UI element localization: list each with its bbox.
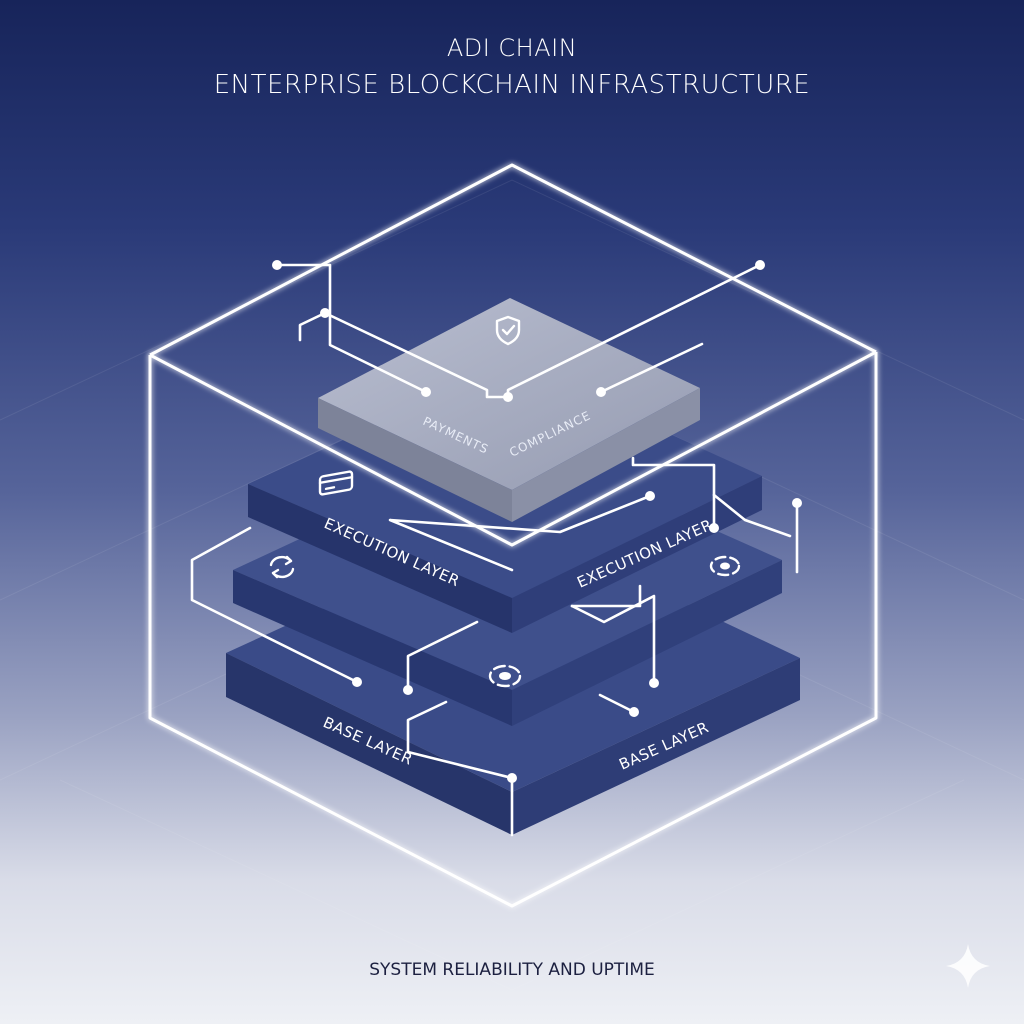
shield-check-icon	[495, 315, 521, 346]
target-icon	[709, 555, 741, 577]
circuit-nodes	[272, 260, 802, 783]
diagram-subtitle: ENTERPRISE BLOCKCHAIN INFRASTRUCTURE	[213, 70, 811, 100]
credit-card-icon	[318, 470, 354, 496]
diagram-title: ADI CHAIN	[446, 34, 578, 62]
footer-caption: SYSTEM RELIABILITY AND UPTIME	[369, 960, 655, 980]
target-icon	[488, 664, 522, 688]
cube-frame-front	[148, 350, 878, 908]
sync-icon	[269, 555, 295, 579]
sparkle-icon	[946, 944, 990, 988]
